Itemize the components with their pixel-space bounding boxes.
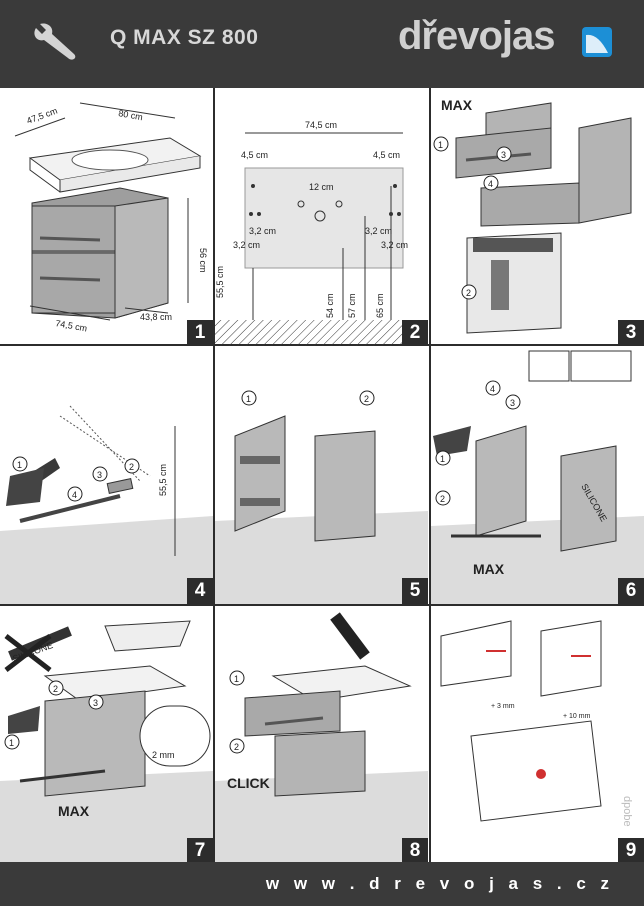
- max-label: MAX: [441, 97, 473, 113]
- brand-logo-text: dřevojas: [398, 14, 556, 58]
- step-panel-9: + 3 mm + 10 mm 9: [431, 606, 644, 864]
- dim-hole-right-2: 3,2 cm: [381, 240, 408, 250]
- step-number: 8: [402, 838, 428, 864]
- vanity-unit-dimensions-diagram: 47,5 cm 80 cm 56 cm 74,5 cm 43,8 cm: [14, 102, 208, 334]
- step-marker-3: 3: [97, 470, 102, 480]
- step-number: 5: [402, 578, 428, 604]
- dim-h1: 55,5 cm: [215, 266, 225, 298]
- adjust-label-b: + 10 mm: [563, 713, 591, 720]
- step-marker-1: 1: [440, 454, 445, 464]
- wall-anchor-diagram: 55,5 cm 1 2 3 4: [0, 405, 213, 604]
- dim-width: 80 cm: [118, 108, 144, 122]
- step-panel-5: 1 2 5: [215, 346, 428, 604]
- drawer-adjustment-diagram: + 3 mm + 10 mm: [440, 620, 602, 822]
- footer-bar: w w w . d r e v o j a s . c z: [0, 862, 644, 906]
- step-number: 2: [402, 320, 428, 346]
- cabinet-mounting-diagram: MAX SILICONE 1 2 3 4: [431, 350, 644, 604]
- step-marker-4: 4: [490, 384, 495, 394]
- step-marker-1: 1: [9, 738, 14, 748]
- product-title: Q MAX SZ 800: [110, 26, 259, 49]
- watermark: dpobe: [621, 796, 633, 827]
- gap-label: 2 mm: [152, 750, 175, 760]
- dim-right: 4,5 cm: [373, 150, 400, 160]
- dim-center: 12 cm: [309, 182, 334, 192]
- dim-hole-right: 3,2 cm: [365, 226, 392, 236]
- dim-height: 55,5 cm: [158, 464, 168, 496]
- dim-left: 4,5 cm: [241, 150, 268, 160]
- dim-h4: 65 cm: [375, 293, 385, 318]
- step-number: 3: [618, 320, 644, 346]
- dim-hole-left-2: 3,2 cm: [233, 240, 260, 250]
- step-number: 9: [618, 838, 644, 864]
- wrench-icon: [34, 23, 76, 60]
- step-number: 6: [618, 578, 644, 604]
- side-panel-assembly-diagram: 1 2: [215, 390, 428, 604]
- step-marker-4: 4: [488, 179, 493, 189]
- dim-hole-left: 3,2 cm: [249, 226, 276, 236]
- step-marker-3: 3: [510, 398, 515, 408]
- step-panel-1: 47,5 cm 80 cm 56 cm 74,5 cm 43,8 cm 1: [0, 88, 213, 346]
- brand-logo-icon: [582, 27, 612, 57]
- grid-divider: [0, 604, 644, 606]
- step-panel-7: MAX 2 mm SILICONE 1 2 3 7: [0, 606, 213, 864]
- step-marker-4: 4: [72, 490, 77, 500]
- grid-divider: [213, 88, 215, 862]
- drawer-removal-diagram: MAX 1 3 4 2: [433, 97, 632, 334]
- step-marker-1: 1: [246, 394, 251, 404]
- dim-h3: 57 cm: [347, 293, 357, 318]
- max-label: MAX: [58, 803, 90, 819]
- step-marker-3: 3: [93, 698, 98, 708]
- dim-h2: 54 cm: [325, 293, 335, 318]
- click-label: CLICK: [227, 775, 270, 791]
- dim-depth: 47,5 cm: [25, 106, 59, 126]
- step-panel-8: CLICK SILICONE 1 2 8: [215, 606, 428, 864]
- step-marker-2: 2: [440, 494, 445, 504]
- step-number: 1: [187, 320, 213, 346]
- grid-divider: [429, 88, 431, 862]
- website-url[interactable]: w w w . d r e v o j a s . c z: [265, 874, 614, 893]
- step-number: 7: [187, 838, 213, 864]
- step-panel-4: 55,5 cm 1 2 3 4 4: [0, 346, 213, 604]
- dim-base-width: 74,5 cm: [55, 318, 88, 333]
- step-panel-6: MAX SILICONE 1 2 3 4 6: [431, 346, 644, 604]
- dim-base-depth: 43,8 cm: [140, 312, 172, 322]
- step-marker-3: 3: [501, 150, 506, 160]
- silicone-tube-label: SILICONE: [331, 613, 363, 653]
- adjust-label-a: + 3 mm: [491, 703, 515, 710]
- step-marker-2: 2: [234, 742, 239, 752]
- step-marker-1: 1: [438, 140, 443, 150]
- wall-drilling-diagram: 74,5 cm 4,5 cm 4,5 cm 12 cm 3,2 cm 3,2 c…: [215, 120, 428, 346]
- step-panel-3: MAX 1 3 4 2 3: [431, 88, 644, 346]
- dim-height: 56 cm: [198, 248, 208, 273]
- drawer-insertion-diagram: CLICK SILICONE 1 2: [215, 612, 428, 862]
- basin-installation-diagram: MAX 2 mm SILICONE 1 2 3: [0, 620, 213, 862]
- dim-total: 74,5 cm: [305, 120, 337, 130]
- step-marker-1: 1: [234, 674, 239, 684]
- header-bar: Q MAX SZ 800 dřevojas: [0, 0, 644, 88]
- step-marker-2: 2: [53, 684, 58, 694]
- step-marker-2: 2: [466, 288, 471, 298]
- step-marker-2: 2: [129, 462, 134, 472]
- step-marker-1: 1: [17, 460, 22, 470]
- max-label: MAX: [473, 561, 505, 577]
- step-panel-2: 74,5 cm 4,5 cm 4,5 cm 12 cm 3,2 cm 3,2 c…: [215, 88, 428, 346]
- step-marker-2: 2: [364, 394, 369, 404]
- step-number: 4: [187, 578, 213, 604]
